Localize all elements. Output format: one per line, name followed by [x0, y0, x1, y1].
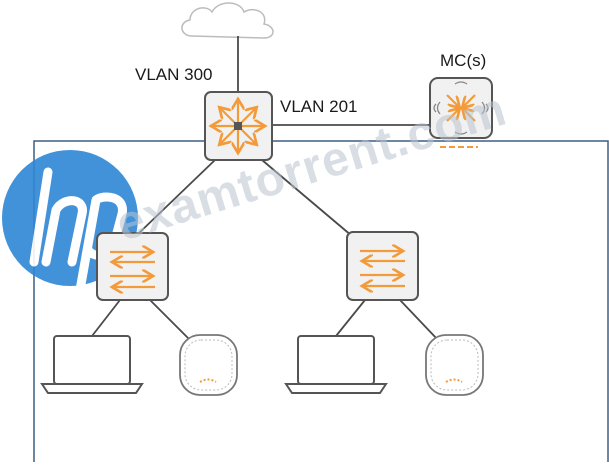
link-right-laptop [335, 299, 366, 337]
access-switch-right-icon [346, 231, 419, 301]
link-left-laptop [91, 299, 121, 337]
mc-label: MC(s) [440, 51, 487, 70]
links [91, 36, 439, 341]
link-core-access-left [137, 159, 216, 235]
access-point-right-icon [425, 334, 484, 396]
access-point-left-icon [179, 334, 238, 396]
link-core-access-right [261, 159, 353, 237]
link-left-ap [149, 299, 191, 341]
site-boundary [33, 140, 609, 467]
core-switch-icon [204, 91, 273, 161]
access-switch-left-icon [96, 232, 169, 301]
cloud-icon [181, 2, 274, 39]
laptop-left-icon [40, 335, 144, 394]
vlan-300-label: VLAN 300 [135, 65, 213, 84]
link-right-ap [399, 299, 439, 341]
vlan-201-label: VLAN 201 [280, 97, 358, 116]
laptop-right-icon [284, 335, 388, 394]
mobility-controller-icon [429, 77, 493, 148]
